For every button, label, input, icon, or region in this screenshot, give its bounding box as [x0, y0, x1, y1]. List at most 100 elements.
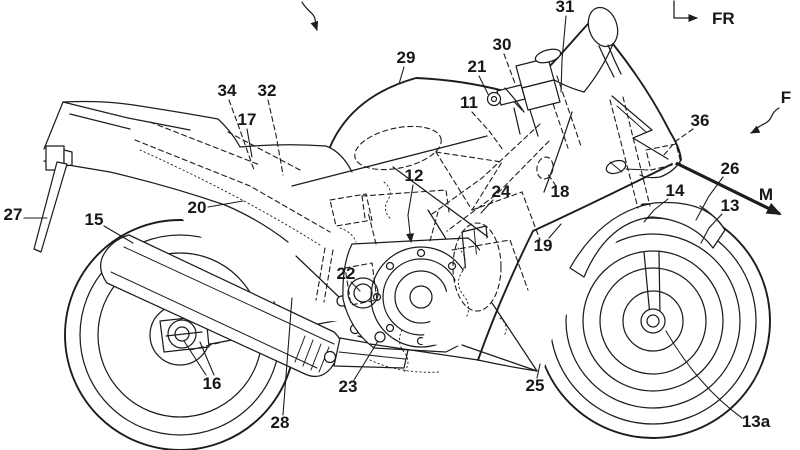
drawing-line [452, 222, 502, 312]
drawing-line [490, 95, 498, 103]
drawing-line [457, 247, 469, 319]
ref-label-24: 24 [492, 182, 511, 201]
drawing-line [69, 113, 131, 130]
tail-bodywork [33, 70, 565, 351]
headlight-edge [611, 95, 669, 160]
m-label: M [759, 185, 773, 204]
drawing-line [598, 45, 615, 78]
mirror [587, 6, 619, 48]
drawing-line [134, 139, 331, 233]
m-direction-arrow [675, 161, 782, 216]
fuel-pump-hidden [536, 156, 554, 180]
drawing-line [62, 101, 191, 131]
fr-axis-arrow [673, 0, 698, 22]
drawing-line [451, 239, 529, 291]
drawing-line [583, 43, 614, 93]
leader-13a [665, 330, 743, 419]
leader-23 [353, 340, 379, 381]
leader-22 [350, 281, 361, 292]
ref-label-21: 21 [468, 57, 487, 76]
f-callout-arrow [750, 107, 780, 134]
leader-31 [560, 15, 567, 93]
drawing-line [477, 163, 673, 361]
drawing-line [409, 285, 433, 309]
drawing-line [325, 145, 353, 173]
leader-32 [267, 99, 284, 176]
ref-label-19: 19 [534, 236, 553, 255]
drawing-line [291, 135, 488, 187]
drawing-line [543, 111, 573, 193]
drawing-line [582, 250, 724, 392]
fr-label: FR [712, 9, 735, 28]
drawing-line [353, 283, 373, 303]
front-fork [640, 250, 666, 334]
ref-label-13: 13 [721, 196, 740, 215]
ref-label-28: 28 [271, 413, 290, 432]
drawing-line [315, 247, 326, 301]
drawing-line [486, 91, 502, 107]
leader-13 [700, 213, 723, 244]
drawing-line [399, 329, 409, 373]
drawing-line [477, 359, 538, 372]
drawing-line [643, 251, 651, 317]
drawing-line [344, 262, 378, 306]
leader-29 [398, 66, 405, 85]
drawing-line [42, 70, 565, 322]
drawing-line [43, 101, 64, 150]
battery-hidden [329, 193, 373, 227]
ref-label-14: 14 [666, 181, 685, 200]
leader-18 [547, 173, 557, 187]
drawing-line [367, 211, 377, 245]
leader-16 [183, 340, 207, 376]
ref-label-18: 18 [551, 182, 570, 201]
frame-trellis [434, 151, 503, 212]
leader-19 [548, 223, 562, 239]
drawing-line [622, 96, 651, 207]
drawing-line [310, 343, 322, 371]
front-fairing [369, 6, 682, 372]
drawing-line [43, 160, 289, 243]
leader-28 [282, 297, 293, 416]
throttle-body [486, 48, 562, 137]
drawing-line [318, 346, 330, 373]
drawing-line [625, 168, 649, 171]
drawing-line [339, 227, 357, 243]
muffler-outlet [323, 350, 337, 364]
leader-21 [478, 75, 489, 95]
drawing-line [369, 343, 479, 361]
ref-label-12: 12 [405, 166, 424, 185]
drawing-line [569, 201, 726, 278]
fuel-tank [329, 77, 505, 148]
drawing-line [499, 317, 507, 337]
ref-label-31: 31 [556, 0, 575, 16]
ref-label-23: 23 [339, 377, 358, 396]
leader-14 [643, 198, 669, 223]
ref-label-16: 16 [203, 374, 222, 393]
drawing-line [521, 79, 561, 111]
drawing-line [513, 107, 521, 135]
sprocket-cover [347, 277, 379, 309]
drawing-line [599, 267, 707, 375]
leader-34 [228, 99, 255, 171]
rear-mudguard-blade [33, 161, 68, 253]
drawing-line [565, 233, 741, 409]
ref-label-26: 26 [721, 159, 740, 178]
ref-label-25: 25 [526, 376, 545, 395]
leader-30 [503, 53, 517, 87]
leader-26 [695, 176, 724, 221]
ref-label-32: 32 [258, 81, 277, 100]
leader-24 [480, 199, 494, 214]
leader-lines [23, 15, 743, 419]
drawing-line [302, 339, 314, 367]
drawing-line [420, 12, 681, 372]
drawing-line [607, 44, 622, 75]
leader-25 [536, 363, 541, 379]
ref-label-36: 36 [691, 111, 710, 130]
drawing-line [658, 250, 661, 317]
drawing-line [416, 248, 426, 258]
drawing-line [227, 131, 301, 171]
drawing-line [383, 181, 391, 219]
